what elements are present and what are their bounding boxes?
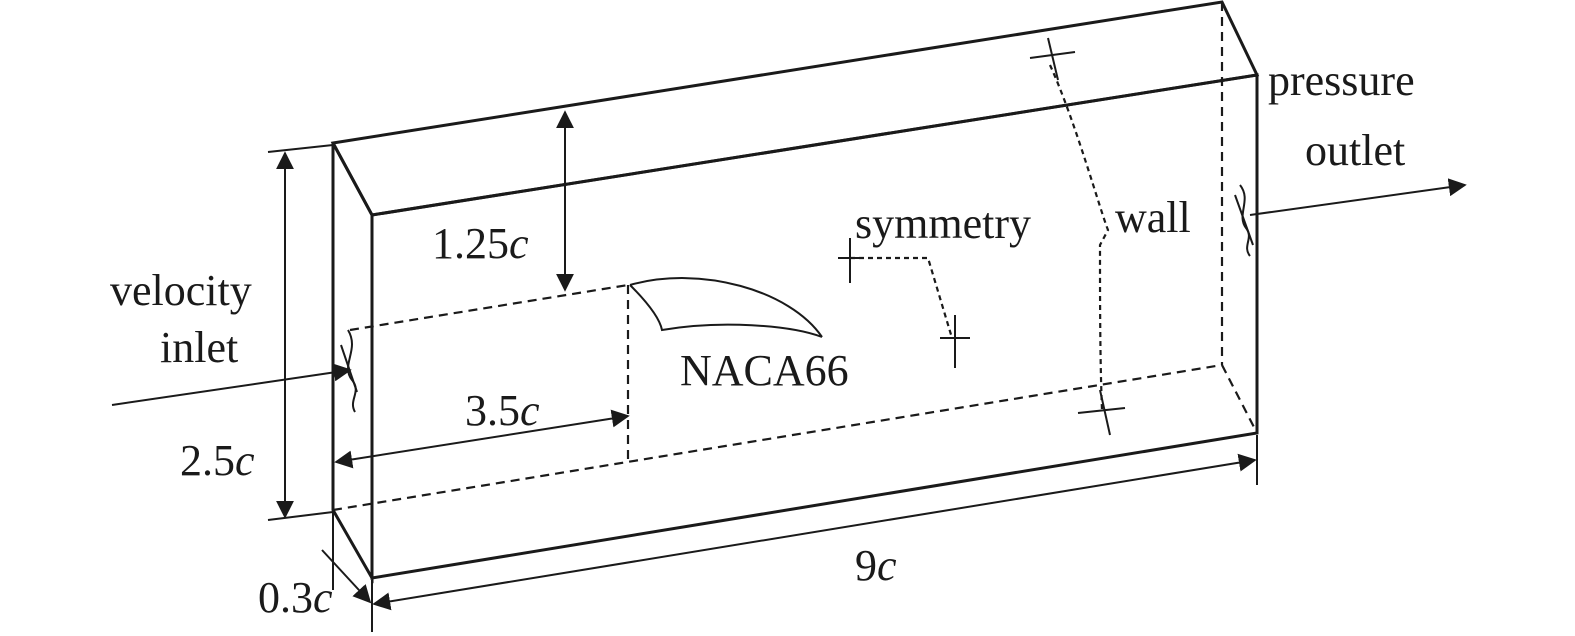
airfoil: NACA66 [629,277,849,395]
wall-boundary: wall [1029,37,1191,436]
domain-box [330,0,1260,584]
bottom-right-depth-edge [1221,364,1258,434]
dim-upstream-label: 3.5c [465,386,540,435]
wall-label: wall [1115,193,1191,242]
centerline-back-face [349,283,629,332]
dim-span-label: 0.3c [258,573,333,622]
pressure-outlet-label-line2: outlet [1305,126,1405,175]
symmetry-boundary: symmetry [838,199,1031,368]
pressure-outlet-label-line1: pressure [1268,56,1415,105]
dim-height: 2.5c [180,144,334,521]
airfoil-upper-surface [629,277,823,338]
velocity-inlet-label-line1: velocity [110,266,252,315]
dim-top-gap-label: 1.25c [432,219,529,268]
dim-upstream: 3.5c [334,386,630,469]
dim-length: 9c [371,435,1258,632]
dim-height-label: 2.5c [180,436,255,485]
dim-top-gap: 1.25c [432,110,574,292]
left-face [331,142,374,584]
dim-length-label: 9c [855,541,897,590]
dim-span: 0.3c [258,512,372,622]
airfoil-label: NACA66 [680,346,849,395]
symmetry-label: symmetry [855,199,1031,248]
velocity-inlet: velocity inlet [110,266,358,413]
pressure-outlet: pressure outlet [1234,56,1467,257]
airfoil-lower-surface [629,284,823,338]
velocity-inlet-label-line2: inlet [160,323,238,372]
top-face [330,0,1260,217]
